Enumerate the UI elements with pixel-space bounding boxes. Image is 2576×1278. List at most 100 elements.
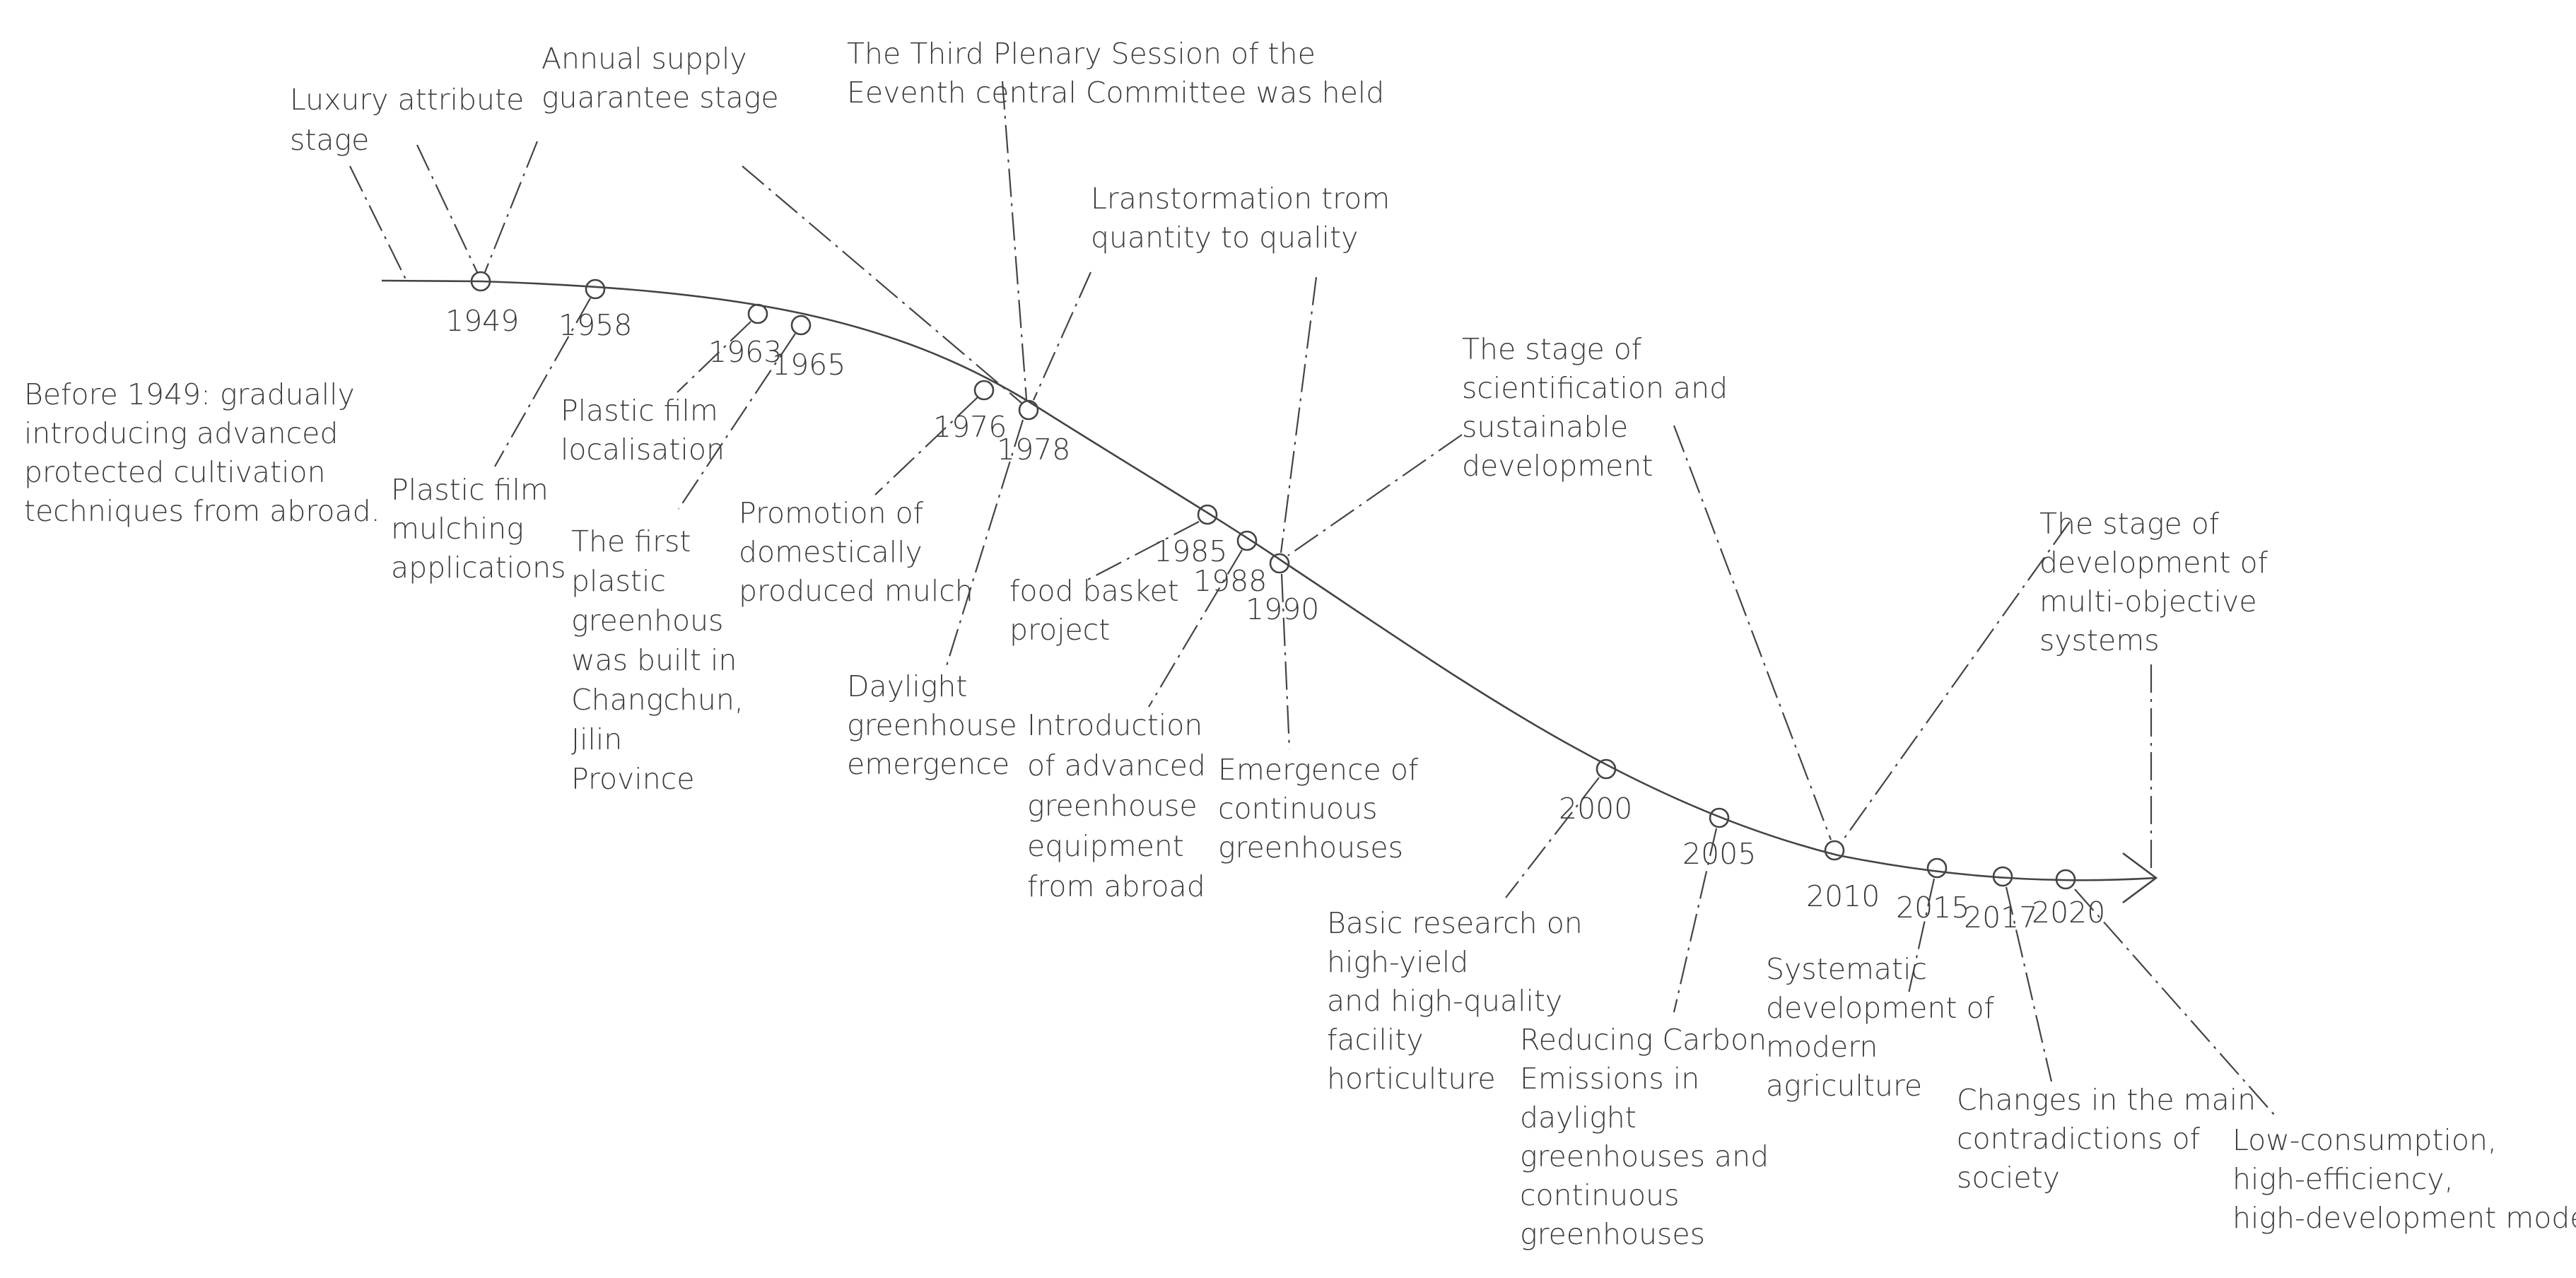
svg-text:Reducing Carbon: Reducing Carbon (1520, 1023, 1767, 1057)
svg-text:greenhouse: greenhouse (1027, 789, 1198, 823)
svg-text:scientification and: scientification and (1462, 371, 1728, 405)
annotation-first-greenhouse: The first plastic greenhous was built in… (571, 524, 744, 796)
year-marker-1958 (585, 279, 606, 300)
svg-text:development of: development of (1766, 991, 1995, 1025)
svg-text:continuous: continuous (1218, 792, 1377, 826)
year-marker-1990 (1269, 553, 1290, 574)
svg-text:equipment: equipment (1027, 829, 1184, 863)
year-marker-2017 (1992, 866, 2013, 887)
svg-text:horticulture: horticulture (1327, 1062, 1496, 1096)
svg-text:Eeventh central Committee was: Eeventh central Committee was held (847, 76, 1384, 110)
svg-text:contradictions of: contradictions of (1957, 1122, 2201, 1156)
year-label-1958: 1958 (558, 308, 632, 342)
svg-text:high-efficiency,: high-efficiency, (2232, 1162, 2454, 1196)
svg-text:greenhouses: greenhouses (1218, 831, 1403, 864)
svg-text:high-development model: high-development model (2232, 1201, 2576, 1235)
svg-text:from abroad: from abroad (1027, 869, 1205, 903)
leader-main-contradictions (2005, 886, 2053, 1082)
year-label-1985: 1985 (1154, 534, 1227, 568)
svg-text:of advanced: of advanced (1027, 749, 1206, 782)
svg-text:facility: facility (1327, 1023, 1424, 1057)
svg-text:guarantee stage: guarantee stage (541, 81, 779, 115)
annotation-third-plenary: The Third Plenary Session of the Eeventh… (847, 37, 1384, 110)
leader-luxury-stage (349, 165, 407, 281)
year-marker-1985 (1197, 504, 1218, 525)
svg-text:project: project (1009, 613, 1110, 647)
annotation-domestic-mulch: Promotion of domestically produced mulch (739, 496, 973, 608)
leader-third-plenary (1001, 81, 1028, 400)
annotation-daylight-greenhouse: Daylight greenhouse emergence (847, 669, 1017, 781)
year-marker-1976 (973, 380, 995, 401)
year-marker-2010 (1824, 840, 1845, 861)
leader-low-consumption (2074, 889, 2276, 1116)
svg-text:Systematic: Systematic (1766, 952, 1927, 986)
svg-text:greenhouses and: greenhouses and (1520, 1139, 1769, 1173)
year-label-2020: 2020 (2032, 896, 2105, 930)
year-label-1965: 1965 (772, 348, 845, 382)
svg-text:sustainable: sustainable (1462, 410, 1628, 444)
annotation-reducing-carbon: Reducing Carbon Emissions in daylight gr… (1520, 1023, 1769, 1251)
year-marker-2005 (1709, 807, 1730, 828)
svg-text:and high-quality: and high-quality (1327, 984, 1562, 1018)
svg-text:greenhouses: greenhouses (1520, 1217, 1705, 1251)
svg-text:techniques from abroad.: techniques from abroad. (24, 494, 380, 528)
annotation-advanced-equipment: Introduction of advanced greenhouse equi… (1027, 708, 1206, 903)
leader-transformation-1990 (1280, 276, 1318, 553)
leader-scientification (1287, 434, 1463, 556)
leader-scientification-2010 (1673, 425, 1832, 840)
leader-film-localisation (677, 321, 751, 393)
svg-text:The Third Plenary Session of t: The Third Plenary Session of the (847, 37, 1316, 71)
leader-reducing-carbon (1673, 828, 1718, 1013)
svg-text:Emissions in: Emissions in (1520, 1062, 1699, 1096)
leader-annual-supply (484, 141, 539, 273)
svg-text:continuous: continuous (1520, 1178, 1679, 1212)
svg-text:Emergence of: Emergence of (1218, 753, 1419, 787)
svg-text:Low-consumption,: Low-consumption, (2232, 1123, 2497, 1157)
svg-text:food basket: food basket (1009, 574, 1179, 608)
annotation-luxury-stage: Luxury attribute stage (290, 83, 524, 157)
year-marker-2000 (1596, 758, 1617, 780)
svg-text:Annual supply: Annual supply (541, 42, 747, 76)
svg-text:applications: applications (391, 551, 566, 585)
svg-text:Daylight: Daylight (847, 669, 967, 703)
annotation-transformation: Lranstormation trom quantity to quality (1091, 182, 1390, 254)
svg-text:was built in: was built in (571, 643, 737, 677)
svg-text:plastic: plastic (571, 564, 666, 598)
svg-text:introducing advanced: introducing advanced (24, 416, 338, 450)
svg-text:stage: stage (290, 123, 369, 157)
annotation-systematic-development: Systematic development of modern agricul… (1766, 952, 1995, 1103)
leader-luxury-stage-1949 (416, 144, 478, 273)
svg-text:Changes in the main: Changes in the main (1957, 1083, 2256, 1117)
svg-text:Plastic film: Plastic film (391, 473, 549, 507)
svg-text:development: development (1462, 449, 1653, 483)
leader-annual-supply-1978 (742, 165, 1022, 404)
svg-text:mulching: mulching (391, 512, 524, 546)
year-marker-2015 (1926, 857, 1948, 879)
svg-text:Province: Province (571, 762, 694, 796)
svg-text:emergence: emergence (847, 747, 1009, 781)
svg-text:multi-objective: multi-objective (2039, 585, 2257, 619)
leader-film-mulching (494, 298, 591, 467)
svg-text:The first: The first (571, 524, 691, 558)
svg-text:Jilin: Jilin (571, 722, 622, 756)
annotation-scientification-stage: The stage of scientification and sustain… (1462, 332, 1728, 483)
year-label-1949: 1949 (445, 304, 519, 338)
svg-text:Promotion of: Promotion of (739, 496, 924, 530)
svg-text:society: society (1957, 1161, 2060, 1195)
year-marker-2020 (2055, 869, 2076, 890)
year-label-2010: 2010 (1806, 879, 1880, 913)
svg-text:produced mulch: produced mulch (739, 574, 973, 608)
svg-text:quantity to quality: quantity to quality (1091, 221, 1358, 254)
leader-transformation (1032, 271, 1092, 401)
annotation-basic-research: Basic research on high-yield and high-qu… (1327, 906, 1583, 1096)
annotation-continuous-greenhouses: Emergence of continuous greenhouses (1218, 753, 1419, 864)
leader-domestic-mulch (874, 397, 978, 496)
svg-text:Basic research on: Basic research on (1327, 906, 1583, 940)
annotation-multi-objective-stage: The stage of development of multi-object… (2039, 507, 2268, 657)
year-label-2005: 2005 (1682, 837, 1756, 871)
svg-text:systems: systems (2039, 623, 2160, 657)
timeline-curve (381, 279, 2157, 881)
leader-multi-objective (1842, 521, 2071, 842)
annotation-low-consumption: Low-consumption, high-efficiency, high-d… (2232, 1123, 2576, 1235)
